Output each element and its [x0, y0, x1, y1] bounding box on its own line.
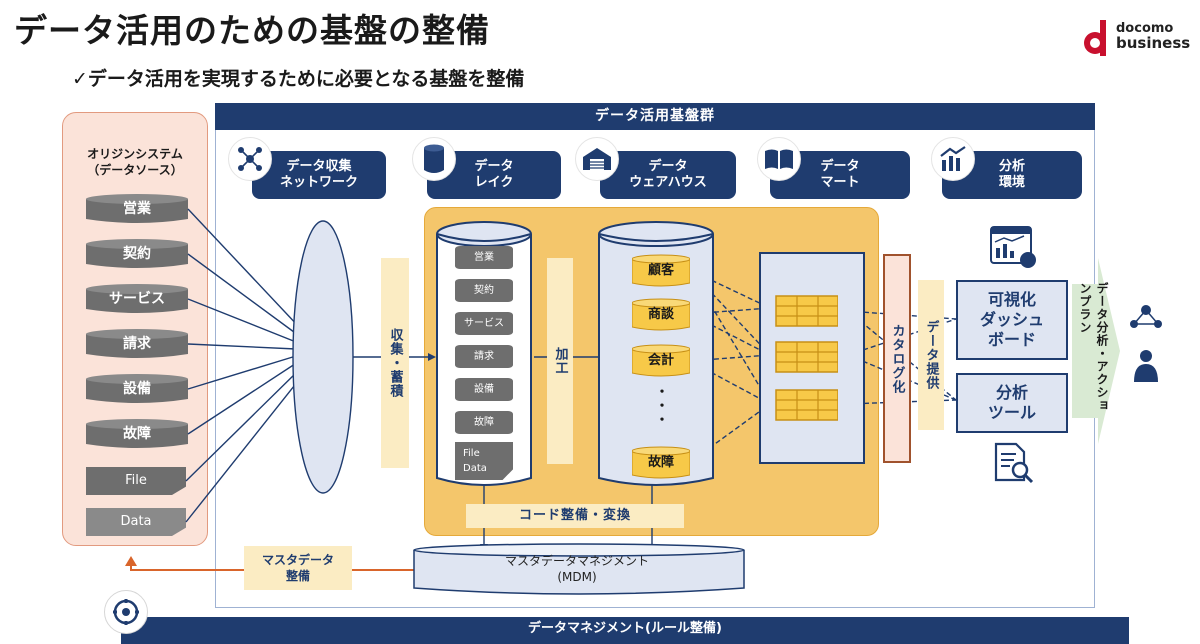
warehouse-item: 故障	[632, 446, 690, 480]
mdm-label: マスタデータマネジメント (MDM)	[432, 553, 722, 585]
dashboard-box: 可視化 ダッシュ ボード	[956, 280, 1068, 360]
origin-db-label: サービス	[109, 291, 165, 307]
origin-db: 契約	[86, 238, 188, 270]
lake-items: 営業 契約 サービス 請求 設備 故障 File Data	[436, 246, 532, 480]
mdm-line1: マスタデータマネジメント	[504, 554, 649, 568]
category-data-warehouse: データ ウェアハウス	[600, 151, 736, 199]
database-cylinder-icon	[86, 329, 188, 358]
warehouse-icon	[575, 137, 619, 181]
provide-label: データ提供	[918, 280, 944, 430]
action-label: データ分析・アクションプラン	[1078, 282, 1109, 412]
book-icon	[757, 137, 801, 181]
origin-db: サービス	[86, 283, 188, 315]
origin-system-title: オリジンシステム （データソース）	[62, 146, 208, 178]
database-cylinder-icon	[86, 239, 188, 268]
origin-db: 設備	[86, 373, 188, 405]
lake-item: 営業	[455, 246, 513, 269]
master-line2: 整備	[285, 569, 310, 583]
document-search-icon	[994, 442, 1034, 484]
warehouse-item-label: 顧客	[647, 263, 674, 278]
person-network-icon	[1130, 305, 1162, 382]
page-title: データ活用のための基盤の整備	[14, 11, 490, 50]
mart-table-icons	[775, 295, 838, 421]
warehouse-item: 商談	[632, 298, 690, 332]
analysis-tool-box: 分析 ツール	[956, 373, 1068, 433]
origin-file: File	[86, 467, 186, 495]
docomo-d-logo-icon	[1084, 20, 1106, 56]
warehouse-item-label: 商談	[647, 307, 674, 322]
warehouse-item-label: 故障	[647, 455, 674, 470]
origin-db: 請求	[86, 328, 188, 360]
process-label: 加工	[547, 258, 573, 464]
origin-db-label: 契約	[123, 246, 151, 262]
mdm-cylinder	[413, 543, 745, 595]
lake-item: 設備	[455, 378, 513, 401]
action-arrow	[1072, 258, 1120, 444]
origin-db-label: 請求	[123, 336, 151, 352]
database-cylinder-icon	[86, 194, 188, 223]
dashboard-icon	[990, 226, 1036, 268]
database-cylinder-icon	[86, 419, 188, 448]
cylinder-icon	[412, 137, 456, 181]
lake-item: 請求	[455, 345, 513, 368]
origin-data: Data	[86, 508, 186, 536]
lake-item: 故障	[455, 411, 513, 434]
gear-cycle-icon	[104, 590, 148, 634]
origin-db: 故障	[86, 418, 188, 450]
master-data-label: マスタデータ 整備	[244, 546, 352, 590]
database-cylinder-icon	[86, 284, 188, 313]
code-conversion-label: コード整備・変換	[466, 504, 684, 528]
warehouse-ellipsis: ・ ・ ・	[655, 385, 669, 428]
mdm-line2: (MDM)	[557, 570, 597, 584]
logo-line2: business	[1116, 34, 1191, 52]
lake-item: サービス	[455, 312, 513, 335]
origin-db: 営業	[86, 193, 188, 225]
network-icon	[228, 137, 272, 181]
category-collection-network: データ収集 ネットワーク	[252, 151, 386, 199]
company-logo: docomo business	[1082, 18, 1190, 60]
warehouse-item-label: 会計	[647, 353, 674, 368]
platform-header: データ活用基盤群	[215, 103, 1095, 130]
lake-file-line1: File	[463, 448, 480, 459]
origin-db-label: 設備	[123, 381, 151, 397]
master-line1: マスタデータ	[261, 553, 334, 567]
lake-item: 契約	[455, 279, 513, 302]
page-subtitle: ✓データ活用を実現するために必要となる基盤を整備	[72, 68, 525, 90]
warehouse-item: 会計	[632, 344, 690, 378]
collect-label: 収集・蓄積	[381, 258, 409, 468]
growth-chart-icon	[931, 137, 975, 181]
database-cylinder-icon	[86, 374, 188, 403]
lake-file-line2: Data	[463, 463, 487, 474]
lake-file: File Data	[455, 442, 513, 480]
origin-db-label: 営業	[123, 201, 151, 217]
origin-title-line2: （データソース）	[87, 163, 183, 177]
logo-text: docomo business	[1116, 21, 1191, 52]
catalog-label: カタログ化	[883, 254, 911, 463]
logo-line1: docomo	[1116, 21, 1174, 36]
data-management-bar: データマネジメント(ルール整備)	[121, 617, 1129, 644]
origin-db-label: 故障	[123, 426, 151, 442]
origin-title-line1: オリジンシステム	[87, 147, 183, 161]
warehouse-item: 顧客	[632, 254, 690, 288]
